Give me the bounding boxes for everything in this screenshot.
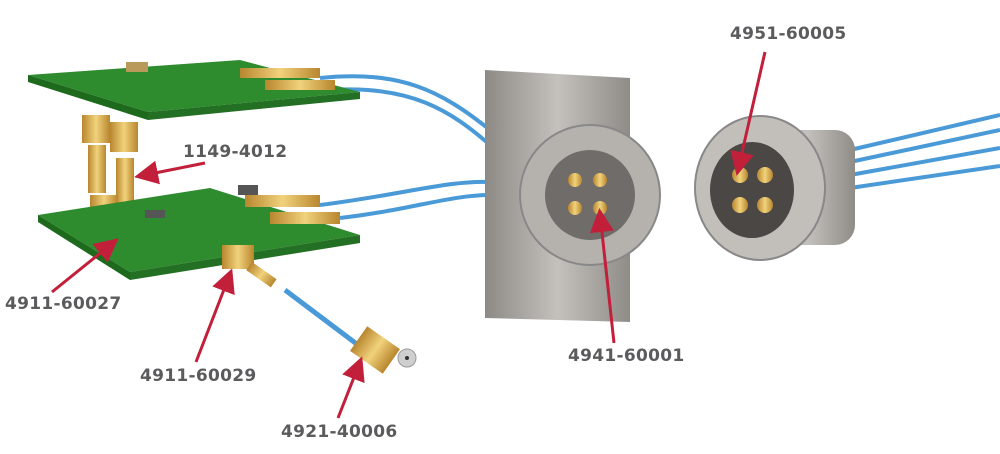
bottom-pcb [38, 185, 360, 288]
arrow-4951-60005 [730, 51, 767, 176]
label-4911-60027: 4911-60027 [5, 294, 122, 314]
circular-plug [694, 115, 855, 261]
label-4941-60001: 4941-60001 [568, 346, 685, 366]
blue-cables [283, 74, 1000, 350]
label-1149-4012: 1149-4012 [183, 142, 288, 162]
cable-plug [350, 326, 417, 374]
arrow-4911-60029 [194, 268, 235, 363]
label-4951-60005: 4951-60005 [730, 24, 847, 44]
label-4911-60029: 4911-60029 [140, 366, 257, 386]
arrow-1149-4012 [134, 160, 206, 185]
arrow-4941-60001 [590, 208, 616, 344]
top-pcb [28, 60, 360, 120]
arrow-4921-40006 [336, 356, 365, 419]
flange-receptacle [485, 70, 661, 322]
callout-arrows [51, 51, 767, 419]
arrow-4911-60027 [51, 238, 119, 294]
label-4921-40006: 4921-40006 [281, 422, 398, 442]
